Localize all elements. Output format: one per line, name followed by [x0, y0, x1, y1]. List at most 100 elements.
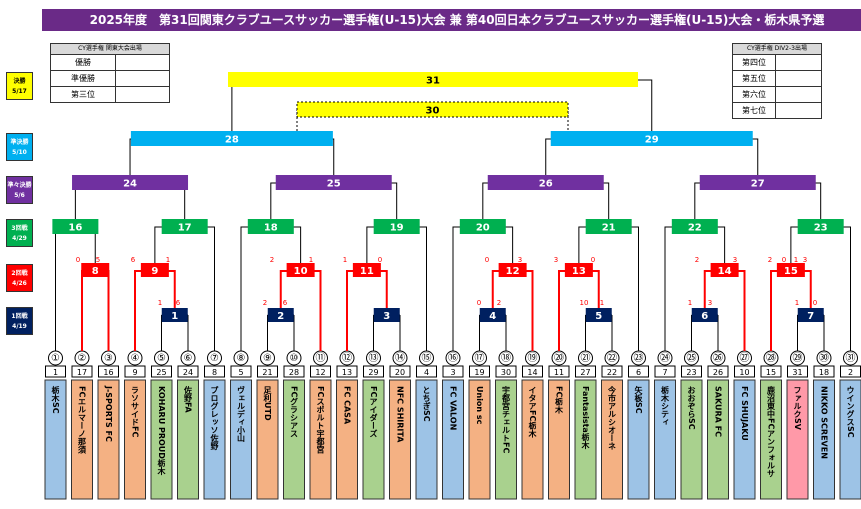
second-round-match-box	[710, 263, 739, 277]
team-seed-number: 29	[368, 368, 378, 377]
team-slot-number: ㉙	[793, 352, 803, 364]
team-name-box	[601, 379, 623, 500]
team-seed-box	[230, 365, 252, 378]
third-round-match-number: 18	[264, 223, 278, 234]
third-round-match-box	[671, 219, 718, 234]
team-seed-number: 15	[766, 368, 776, 377]
team-name-box	[362, 379, 385, 500]
team-slot-number: ⑤	[157, 353, 166, 364]
quarterfinal-match-box	[699, 175, 816, 190]
team-seed-box	[257, 365, 278, 378]
match-score: 1	[343, 256, 347, 264]
place-label: 準優勝	[51, 71, 116, 86]
second-round-match-number: 10	[294, 266, 308, 277]
bracket-line	[790, 226, 851, 351]
team-name-box	[415, 379, 438, 500]
round-name: 2回戦	[11, 270, 28, 277]
team-seed-number: 30	[501, 368, 511, 377]
third-round-match-box	[585, 219, 632, 234]
team-seed-number: 2	[848, 368, 853, 377]
team-name-box	[230, 379, 252, 500]
team-name-box	[521, 379, 544, 500]
team-seed-box	[336, 365, 358, 378]
match-score: 0	[477, 299, 481, 307]
team-seed-box	[787, 365, 808, 378]
right-table-row: 第五位	[733, 71, 821, 87]
quarterfinal-match-box	[72, 175, 189, 190]
round-date: 5/17	[12, 88, 27, 95]
second-round-match-number: 13	[572, 266, 586, 277]
team-seed-box	[575, 365, 596, 378]
team-seed-number: 7	[662, 368, 667, 377]
team-seed-number: 13	[342, 368, 352, 377]
bracket-line	[55, 226, 96, 351]
team-slot-number: ㉘	[766, 352, 776, 364]
second-round-match-box	[286, 263, 315, 277]
team-seed-box	[548, 365, 570, 378]
team-name-box	[654, 379, 676, 500]
first-round-match-box	[267, 308, 294, 322]
team-name-box	[442, 379, 464, 500]
team-name: FC SHUJAKU	[740, 386, 749, 441]
team-name: NIKKO SCREVEN	[820, 386, 829, 459]
team-name-box	[283, 379, 305, 500]
team-name: ファルクSV	[793, 386, 802, 431]
team-seed-box	[522, 365, 543, 378]
third-round-match-box	[247, 219, 294, 234]
semifinal-match-box	[550, 131, 753, 146]
third-round-match-number: 19	[390, 223, 404, 234]
first-round-match-box	[691, 308, 718, 322]
team-name-box	[680, 379, 703, 500]
third-round-match-box	[373, 219, 420, 234]
quarterfinal-match-number: 26	[539, 179, 553, 190]
team-seed-number: 24	[183, 368, 193, 377]
team-name-box	[97, 379, 120, 500]
team-slot-number: ㉕	[687, 352, 697, 364]
team-seed-box	[734, 365, 755, 378]
match-score: 1	[688, 299, 692, 307]
team-name: FCスポルト宇都宮	[316, 386, 325, 454]
team-slot-number: ③	[104, 353, 113, 364]
place-label: 第四位	[733, 55, 776, 70]
team-seed-box	[681, 365, 702, 378]
first-round-match-box	[797, 308, 824, 322]
third-place-match-box	[296, 101, 569, 118]
team-name-box	[177, 379, 199, 500]
semifinal-match-number: 29	[645, 135, 659, 146]
team-name: 足利UTD	[262, 386, 272, 421]
left-table-header: CY選手権 関東大会出場	[51, 44, 169, 55]
team-name-box	[256, 379, 279, 500]
team-name: ラソサイドFC	[131, 386, 140, 437]
match-score: 3	[554, 256, 558, 264]
team-seed-number: 16	[103, 368, 113, 377]
right-table-row: 第七位	[733, 103, 821, 118]
quarterfinal-match-number: 25	[327, 179, 341, 190]
team-name: 鹿沼東中FCアンフォルサ	[767, 385, 776, 477]
left-table-row: 準優勝	[51, 71, 169, 87]
team-name: FC VALON	[449, 386, 458, 430]
match-score: 2	[768, 256, 772, 264]
team-seed-number: 31	[792, 368, 802, 377]
team-slot-number: ⑬	[369, 352, 379, 364]
team-name: FC CASA	[343, 386, 352, 425]
match-score: 6	[283, 299, 288, 307]
match-score: 3	[803, 256, 807, 264]
team-seed-number: 25	[156, 368, 166, 377]
team-seed-box	[707, 365, 729, 378]
third-round-match-number: 17	[178, 223, 192, 234]
team-slot-number: ㉓	[634, 352, 644, 364]
third-round-match-box	[797, 219, 844, 234]
team-name-box	[336, 379, 358, 500]
round-date: 4/26	[12, 280, 27, 287]
team-name: Fantasista栃木	[580, 386, 590, 450]
team-name-box	[150, 379, 173, 500]
left-result-table: CY選手権 関東大会出場 優勝 準優勝 第三位	[50, 43, 170, 103]
team-slot-number: ⑥	[184, 353, 193, 364]
left-table-row: 第三位	[51, 87, 169, 102]
team-seed-box	[813, 365, 835, 378]
round-date: 5/6	[14, 192, 25, 199]
team-name: ヴェルディ小山	[237, 385, 246, 443]
